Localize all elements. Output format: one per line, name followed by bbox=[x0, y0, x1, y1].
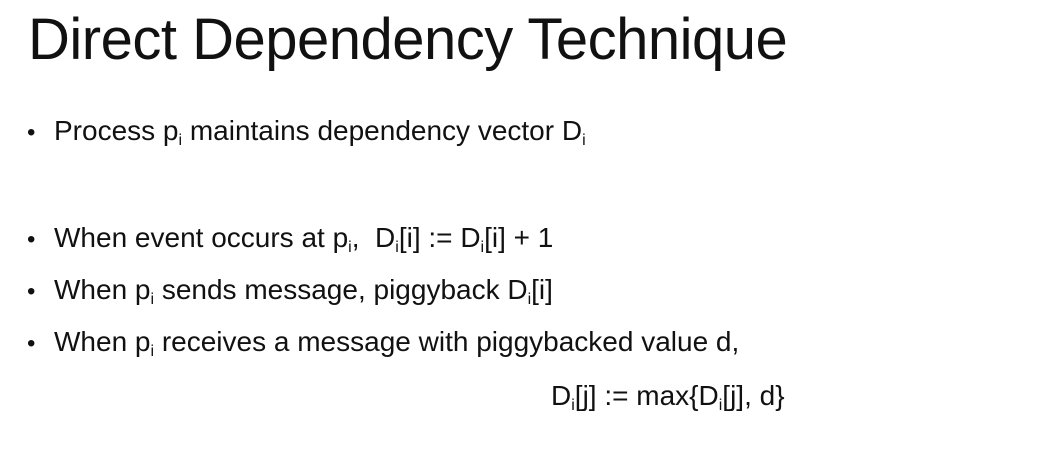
subscript: i bbox=[527, 291, 532, 308]
text-segment: , D bbox=[351, 222, 396, 253]
bullet-text: Process pi maintains dependency vector D… bbox=[54, 115, 586, 149]
bullet-item: •When pi sends message, piggyback Di[i] bbox=[27, 272, 553, 310]
text-segment: receives a message with piggybacked valu… bbox=[154, 326, 740, 357]
subscript: i bbox=[150, 343, 155, 360]
subscript: i bbox=[480, 239, 485, 256]
formula-line: Di[j] := max{Di[j], d} bbox=[551, 378, 785, 414]
text-segment: sends message, piggyback D bbox=[154, 274, 528, 305]
bullet-dot: • bbox=[27, 330, 36, 357]
bullet-text: When pi receives a message with piggybac… bbox=[54, 326, 740, 360]
bullet-text: When event occurs at pi, Di[i] := Di[i] … bbox=[54, 222, 554, 256]
bullet-dot: • bbox=[27, 226, 36, 253]
text-segment: [i] + 1 bbox=[484, 222, 554, 253]
bullet-item: •Process pi maintains dependency vector … bbox=[27, 113, 586, 151]
slide-title: Direct Dependency Technique bbox=[28, 7, 788, 72]
subscript: i bbox=[348, 239, 352, 256]
text-segment: maintains dependency vector D bbox=[182, 115, 583, 146]
subscript: i bbox=[395, 239, 399, 256]
bullet-item: • When pi receives a message with piggyba… bbox=[27, 324, 739, 362]
text-segment: [j] := max{D bbox=[574, 380, 719, 411]
text-segment: When p bbox=[54, 326, 151, 357]
subscript: i bbox=[718, 397, 723, 414]
bullet-dot: • bbox=[27, 119, 36, 146]
text-segment: When p bbox=[54, 274, 151, 305]
text-segment: [i] bbox=[531, 274, 553, 305]
text-segment: D bbox=[551, 380, 572, 411]
text-segment: [j], d} bbox=[722, 380, 785, 411]
subscript: i bbox=[178, 132, 183, 149]
text-segment: Process p bbox=[54, 115, 179, 146]
bullet-item: •When event occurs at pi, Di[i] := Di[i]… bbox=[27, 220, 553, 258]
text-segment: When event occurs at p bbox=[54, 222, 349, 253]
subscript: i bbox=[571, 397, 575, 414]
text-segment: [i] := D bbox=[398, 222, 481, 253]
bullet-text: When pi sends message, piggyback Di[i] bbox=[54, 274, 553, 308]
subscript: i bbox=[150, 291, 155, 308]
subscript: i bbox=[582, 132, 586, 149]
bullet-dot: • bbox=[27, 278, 36, 305]
